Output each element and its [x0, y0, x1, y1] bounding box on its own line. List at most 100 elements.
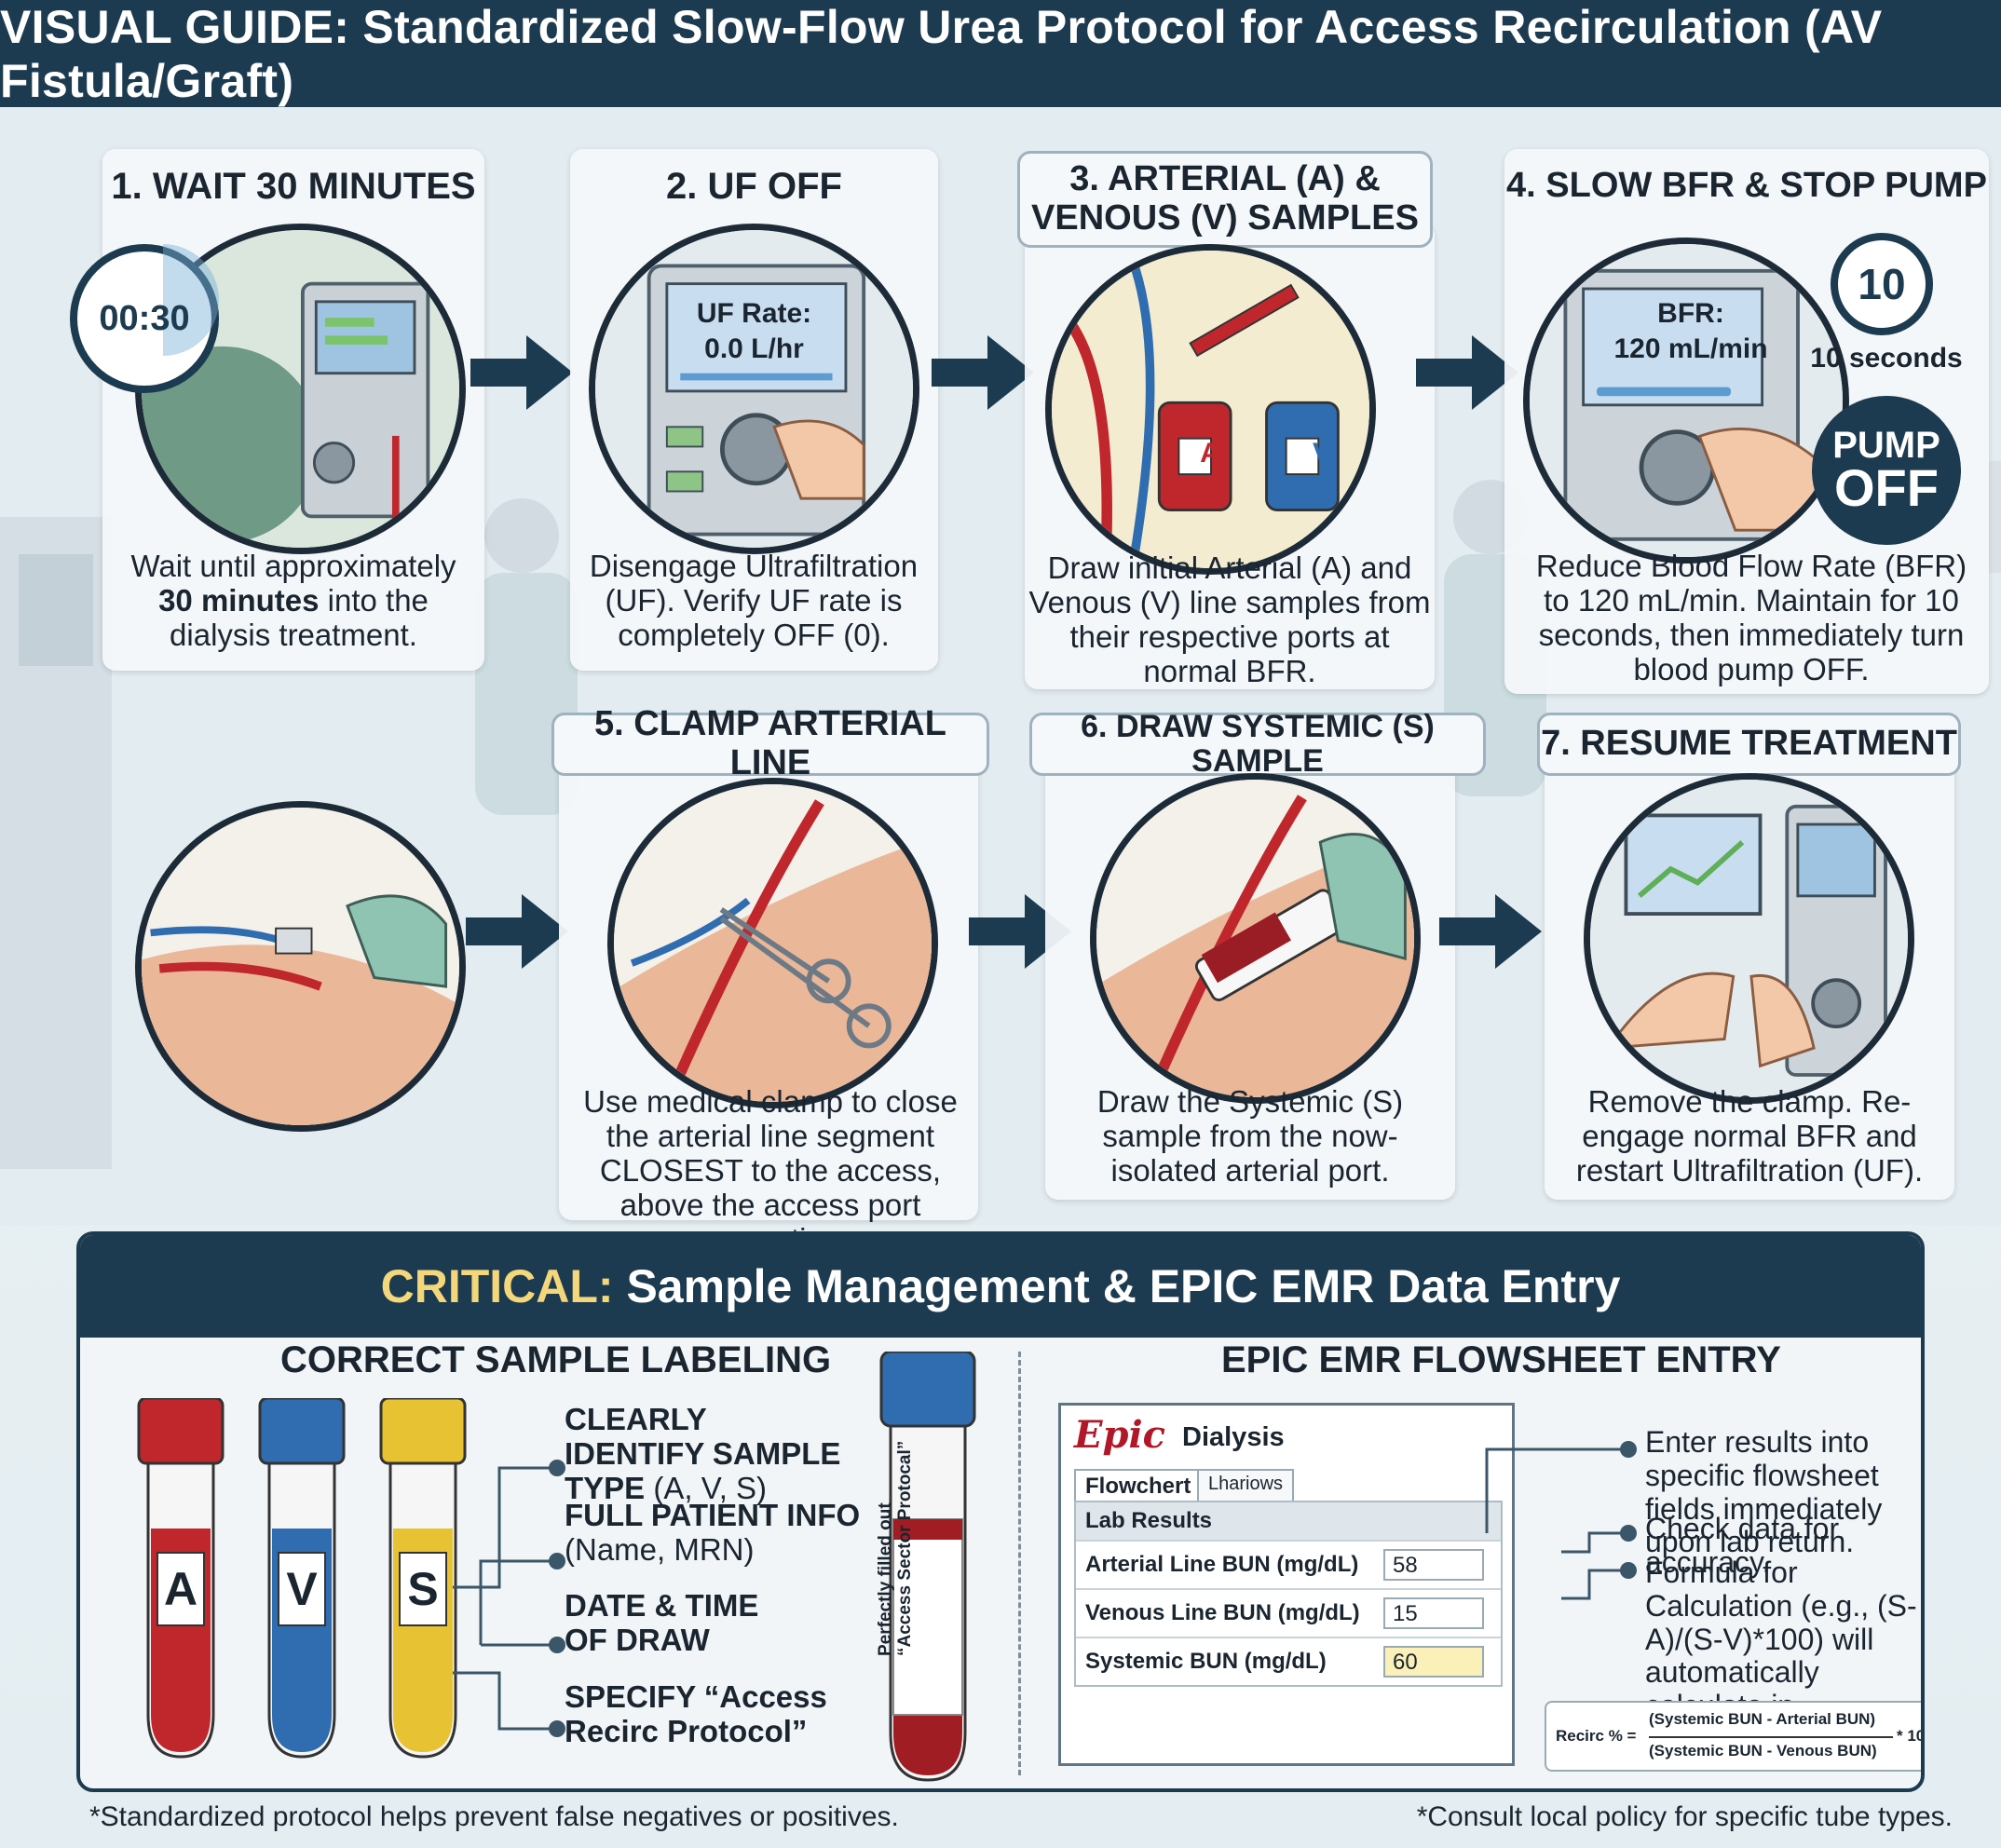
critical-title: Sample Management & EPIC EMR Data Entry: [613, 1260, 1621, 1312]
step-3-description: Draw initial Arterial (A) and Venous (V)…: [1028, 550, 1431, 688]
stopwatch-caption: 10 seconds: [1810, 343, 1963, 374]
uf-rate-label: UF Rate:: [696, 298, 812, 329]
step-1-card: 1. WAIT 30 MINUTES Wait until approximat…: [102, 149, 484, 671]
bullet-dot: [1620, 1562, 1637, 1579]
bullet-dot: [1620, 1525, 1637, 1542]
step-1-desc-text-end: into the dialysis treatment.: [170, 582, 429, 652]
tab-flowchart[interactable]: Flowchert: [1074, 1469, 1203, 1502]
step-7-illustration: [1584, 773, 1914, 1104]
formula-denominator: (Systemic BUN - Venous BUN): [1649, 1742, 1877, 1760]
recirc-formula: Recirc % = (Systemic BUN - Arterial BUN)…: [1545, 1701, 1921, 1772]
arrow-right-icon: [466, 894, 568, 969]
step-1-desc-bold: 30 minutes: [158, 582, 320, 618]
bag-a-label: A: [1200, 438, 1220, 469]
step-3-illustration: [1045, 244, 1376, 575]
step-6-illustration: [1090, 773, 1421, 1104]
step-4-illustration: [1523, 238, 1849, 564]
systemic-bun-field[interactable]: 60: [1383, 1646, 1484, 1678]
pump-off-badge: PUMP OFF: [1812, 396, 1961, 545]
arrow-right-icon: [1416, 335, 1518, 410]
bfr-value: 120 mL/min: [1613, 333, 1768, 364]
step-1-description: Wait until approximately 30 minutes into…: [121, 549, 466, 653]
pump-off-line1: PUMP: [1832, 425, 1940, 467]
arrow-right-icon: [470, 335, 573, 410]
tube-label-line2: “Access Sector Protocal”: [894, 1440, 915, 1656]
step-2-description: Disengage Ultrafiltration (UF). Verify U…: [589, 549, 919, 652]
label-item-sample-type: CLEARLY IDENTIFY SAMPLE TYPE (A, V, S): [565, 1402, 844, 1506]
label-item-rest: (A, V, S): [645, 1470, 768, 1505]
label-item-bold: SPECIFY “Access Recirc Protocol”: [565, 1679, 827, 1748]
epic-logo: Epic: [1074, 1413, 1166, 1457]
lab-results-header: Lab Results: [1076, 1502, 1501, 1540]
step-2-illustration: [589, 224, 919, 554]
step-1-title: 1. WAIT 30 MINUTES: [111, 166, 476, 207]
stopwatch-icon: 00:30: [70, 244, 219, 393]
label-item-rest: (Name, MRN): [565, 1531, 755, 1567]
tube-label-a: A: [157, 1552, 205, 1626]
footer-right-note: *Consult local policy for specific tube …: [1416, 1801, 1953, 1832]
label-item-bold: DATE & TIME OF DRAW: [565, 1588, 759, 1657]
step-4-title: 4. SLOW BFR & STOP PUMP: [1506, 166, 1987, 205]
bullet-dot: [549, 1637, 565, 1653]
section-divider: [1018, 1352, 1021, 1775]
table-row: Arterial Line BUN (mg/dL) 58: [1076, 1540, 1501, 1588]
step-5-title: 5. CLAMP ARTERIAL LINE: [551, 704, 989, 782]
step-7-description: Remove the clamp. Re-engage normal BFR a…: [1575, 1084, 1924, 1188]
step-2-card: 2. UF OFF UF Rate: 0.0 L/hr Disengage Ul…: [570, 149, 938, 671]
clamp-illustration: [135, 801, 466, 1132]
critical-header: CRITICAL: Sample Management & EPIC EMR D…: [80, 1235, 1921, 1338]
tube-label-line1: Perfectly filled out: [876, 1502, 895, 1656]
tab-other[interactable]: Lhariows: [1197, 1469, 1295, 1502]
step-3-title-line2: VENOUS (V) SAMPLES: [1031, 198, 1419, 238]
epic-app-title: Dialysis: [1182, 1422, 1285, 1452]
step-2-title: 2. UF OFF: [666, 166, 842, 207]
label-item-protocol: SPECIFY “Access Recirc Protocol”: [565, 1679, 844, 1749]
arrow-right-icon: [932, 335, 1034, 410]
timer-text: 00:30: [99, 298, 190, 338]
lab-results-grid: Lab Results Arterial Line BUN (mg/dL) 58…: [1074, 1501, 1503, 1687]
uf-rate-value: 0.0 L/hr: [704, 333, 804, 364]
label-item-bold: CLEARLY IDENTIFY SAMPLE TYPE: [565, 1402, 841, 1505]
label-item-patient-info: FULL PATIENT INFO(Name, MRN): [565, 1498, 863, 1568]
critical-label: CRITICAL:: [380, 1260, 614, 1312]
critical-panel: CRITICAL: Sample Management & EPIC EMR D…: [76, 1231, 1925, 1792]
label-item-bold: FULL PATIENT INFO: [565, 1498, 861, 1532]
formula-numerator: (Systemic BUN - Arterial BUN): [1649, 1710, 1876, 1728]
pump-off-line2: OFF: [1834, 458, 1939, 518]
bullet-dot: [549, 1460, 565, 1476]
emr-note-enter: Enter results into specific flowsheet fi…: [1645, 1425, 1883, 1559]
bullet-dot: [549, 1720, 565, 1737]
venous-bun-field[interactable]: 15: [1383, 1597, 1484, 1629]
epic-flowsheet: Epic Dialysis Flowchert Lhariows Lab Res…: [1058, 1403, 1515, 1766]
table-row: Venous Line BUN (mg/dL) 15: [1076, 1588, 1501, 1637]
stopwatch-icon: 10: [1831, 233, 1933, 335]
step-1-desc-text: Wait until approximately: [130, 549, 456, 583]
tube-label-s: S: [399, 1552, 447, 1626]
row-label: Venous Line BUN (mg/dL): [1085, 1600, 1360, 1625]
step-4-description: Reduce Blood Flow Rate (BFR) to 120 mL/m…: [1535, 549, 1967, 686]
step-7-title: 7. RESUME TREATMENT: [1537, 713, 1961, 776]
bfr-label: BFR:: [1657, 298, 1724, 329]
tube-label-v: V: [278, 1552, 326, 1626]
emr-title: EPIC EMR FLOWSHEET ENTRY: [1221, 1339, 1781, 1380]
step-3-title-line1: 3. ARTERIAL (A) &: [1069, 159, 1381, 199]
stopwatch-value: 10: [1858, 260, 1906, 308]
page-title: VISUAL GUIDE: Standardized Slow-Flow Ure…: [0, 0, 2001, 107]
row-label: Systemic BUN (mg/dL): [1085, 1649, 1327, 1674]
tube-label-text: Perfectly filled out “Access Sector Prot…: [876, 1433, 916, 1656]
emr-note-check: Check data for accuracy.: [1645, 1512, 1840, 1579]
bag-v-label: V: [1312, 438, 1331, 469]
arterial-bun-field[interactable]: 58: [1383, 1549, 1484, 1581]
step-3-title: 3. ARTERIAL (A) & VENOUS (V) SAMPLES: [1017, 151, 1433, 248]
labeled-tube-icon: [879, 1352, 976, 1782]
bullet-dot: [1620, 1441, 1637, 1458]
label-item-date-time: DATE & TIME OF DRAW: [565, 1588, 788, 1658]
table-row: Systemic BUN (mg/dL) 60: [1076, 1637, 1501, 1685]
footer-left-note: *Standardized protocol helps prevent fal…: [89, 1801, 899, 1832]
step-6-title: 6. DRAW SYSTEMIC (S) SAMPLE: [1029, 709, 1486, 779]
formula-prefix: Recirc % =: [1556, 1727, 1637, 1745]
labeling-title: CORRECT SAMPLE LABELING: [280, 1339, 832, 1380]
row-label: Arterial Line BUN (mg/dL): [1085, 1552, 1359, 1577]
emr-connectors: [1485, 1447, 1627, 1600]
step-6-description: Draw the Systemic (S) sample from the no…: [1096, 1084, 1404, 1188]
